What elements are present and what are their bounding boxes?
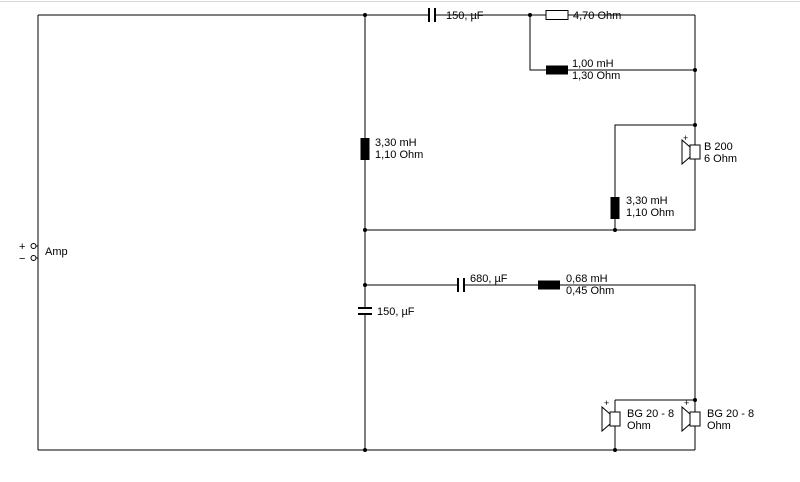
junction-dot (693, 123, 697, 127)
speaker-bg20-left-polarity: + (604, 398, 609, 408)
capacitor-c2-label: 680, µF (470, 273, 508, 285)
window-top-border (0, 1, 800, 2)
amp-plus-label: + (19, 241, 25, 253)
speaker-bg20-right-name: BG 20 - 8 (707, 408, 754, 420)
amp-plus-terminal[interactable] (30, 243, 37, 249)
speaker-bg20-left-impedance: Ohm (627, 420, 651, 432)
speaker-cone (601, 405, 611, 433)
inductor-l1[interactable]: 1,00 mH 1,30 Ohm (546, 58, 620, 82)
junction-dot (363, 448, 367, 452)
speaker-bg20-left[interactable]: + BG 20 - 8 Ohm (601, 398, 674, 433)
inductor-body (360, 138, 370, 160)
inductor-body (546, 65, 568, 75)
amp-label: Amp (45, 246, 68, 258)
amp-minus-terminal[interactable] (30, 255, 37, 261)
resistor-r1[interactable]: 4,70 Ohm (545, 10, 621, 22)
speaker-frame (609, 411, 621, 427)
inductor-l4[interactable]: 0,68 mH 0,45 Ohm (538, 273, 614, 297)
speaker-b200-polarity: + (683, 133, 688, 143)
capacitor-c1-label: 150, µF (446, 10, 484, 22)
wire-lf-branch (365, 284, 696, 400)
inductor-l3-value: 3,30 mH (626, 195, 668, 207)
speaker-b200[interactable]: + B 200 6 Ohm (681, 133, 737, 166)
amp[interactable]: + − Amp (19, 241, 68, 265)
inductor-l4-resistance: 0,45 Ohm (566, 285, 614, 297)
speaker-frame (689, 144, 701, 160)
speaker-b200-impedance: 6 Ohm (704, 153, 737, 165)
capacitor-c2[interactable]: 680, µF (457, 273, 508, 292)
inductor-l2-value: 3,30 mH (375, 137, 417, 149)
inductor-l4-value: 0,68 mH (566, 273, 608, 285)
inductor-l3-resistance: 1,10 Ohm (626, 207, 674, 219)
inductor-body (610, 197, 620, 219)
resistor-body (545, 10, 569, 20)
junction-dot (613, 228, 617, 232)
speaker-bg20-right[interactable]: + BG 20 - 8 Ohm (681, 398, 754, 433)
capacitor-c1[interactable]: 150, µF (428, 8, 484, 22)
junction-dot (363, 283, 367, 287)
speaker-bg20-left-name: BG 20 - 8 (627, 408, 674, 420)
junction-dot (693, 68, 697, 72)
resistor-r1-label: 4,70 Ohm (573, 10, 621, 22)
inductor-l2-resistance: 1,10 Ohm (375, 149, 423, 161)
wire-hf-parallel-branch (529, 15, 695, 71)
junction-dot (363, 228, 367, 232)
capacitor-c3[interactable]: 150, µF (358, 306, 415, 318)
wire-woofer-bus (614, 399, 696, 450)
inductor-l1-resistance: 1,30 Ohm (572, 70, 620, 82)
junction-dot (613, 448, 617, 452)
speaker-bg20-right-polarity: + (684, 398, 689, 408)
junction-dot (693, 398, 697, 402)
junction-dot (363, 13, 367, 17)
inductor-l3[interactable]: 3,30 mH 1,10 Ohm (610, 195, 675, 219)
speaker-cone (681, 138, 691, 166)
junction-dots (363, 13, 697, 452)
speaker-bg20-right-impedance: Ohm (707, 420, 731, 432)
inductor-body (538, 280, 560, 290)
inductor-l2[interactable]: 3,30 mH 1,10 Ohm (360, 137, 424, 161)
speaker-frame (689, 411, 701, 427)
amp-minus-label: − (19, 253, 25, 265)
inductor-l1-value: 1,00 mH (572, 58, 614, 70)
junction-dot (528, 13, 532, 17)
speaker-cone (681, 405, 691, 433)
speaker-b200-name: B 200 (704, 141, 733, 153)
capacitor-c3-label: 150, µF (377, 306, 415, 318)
